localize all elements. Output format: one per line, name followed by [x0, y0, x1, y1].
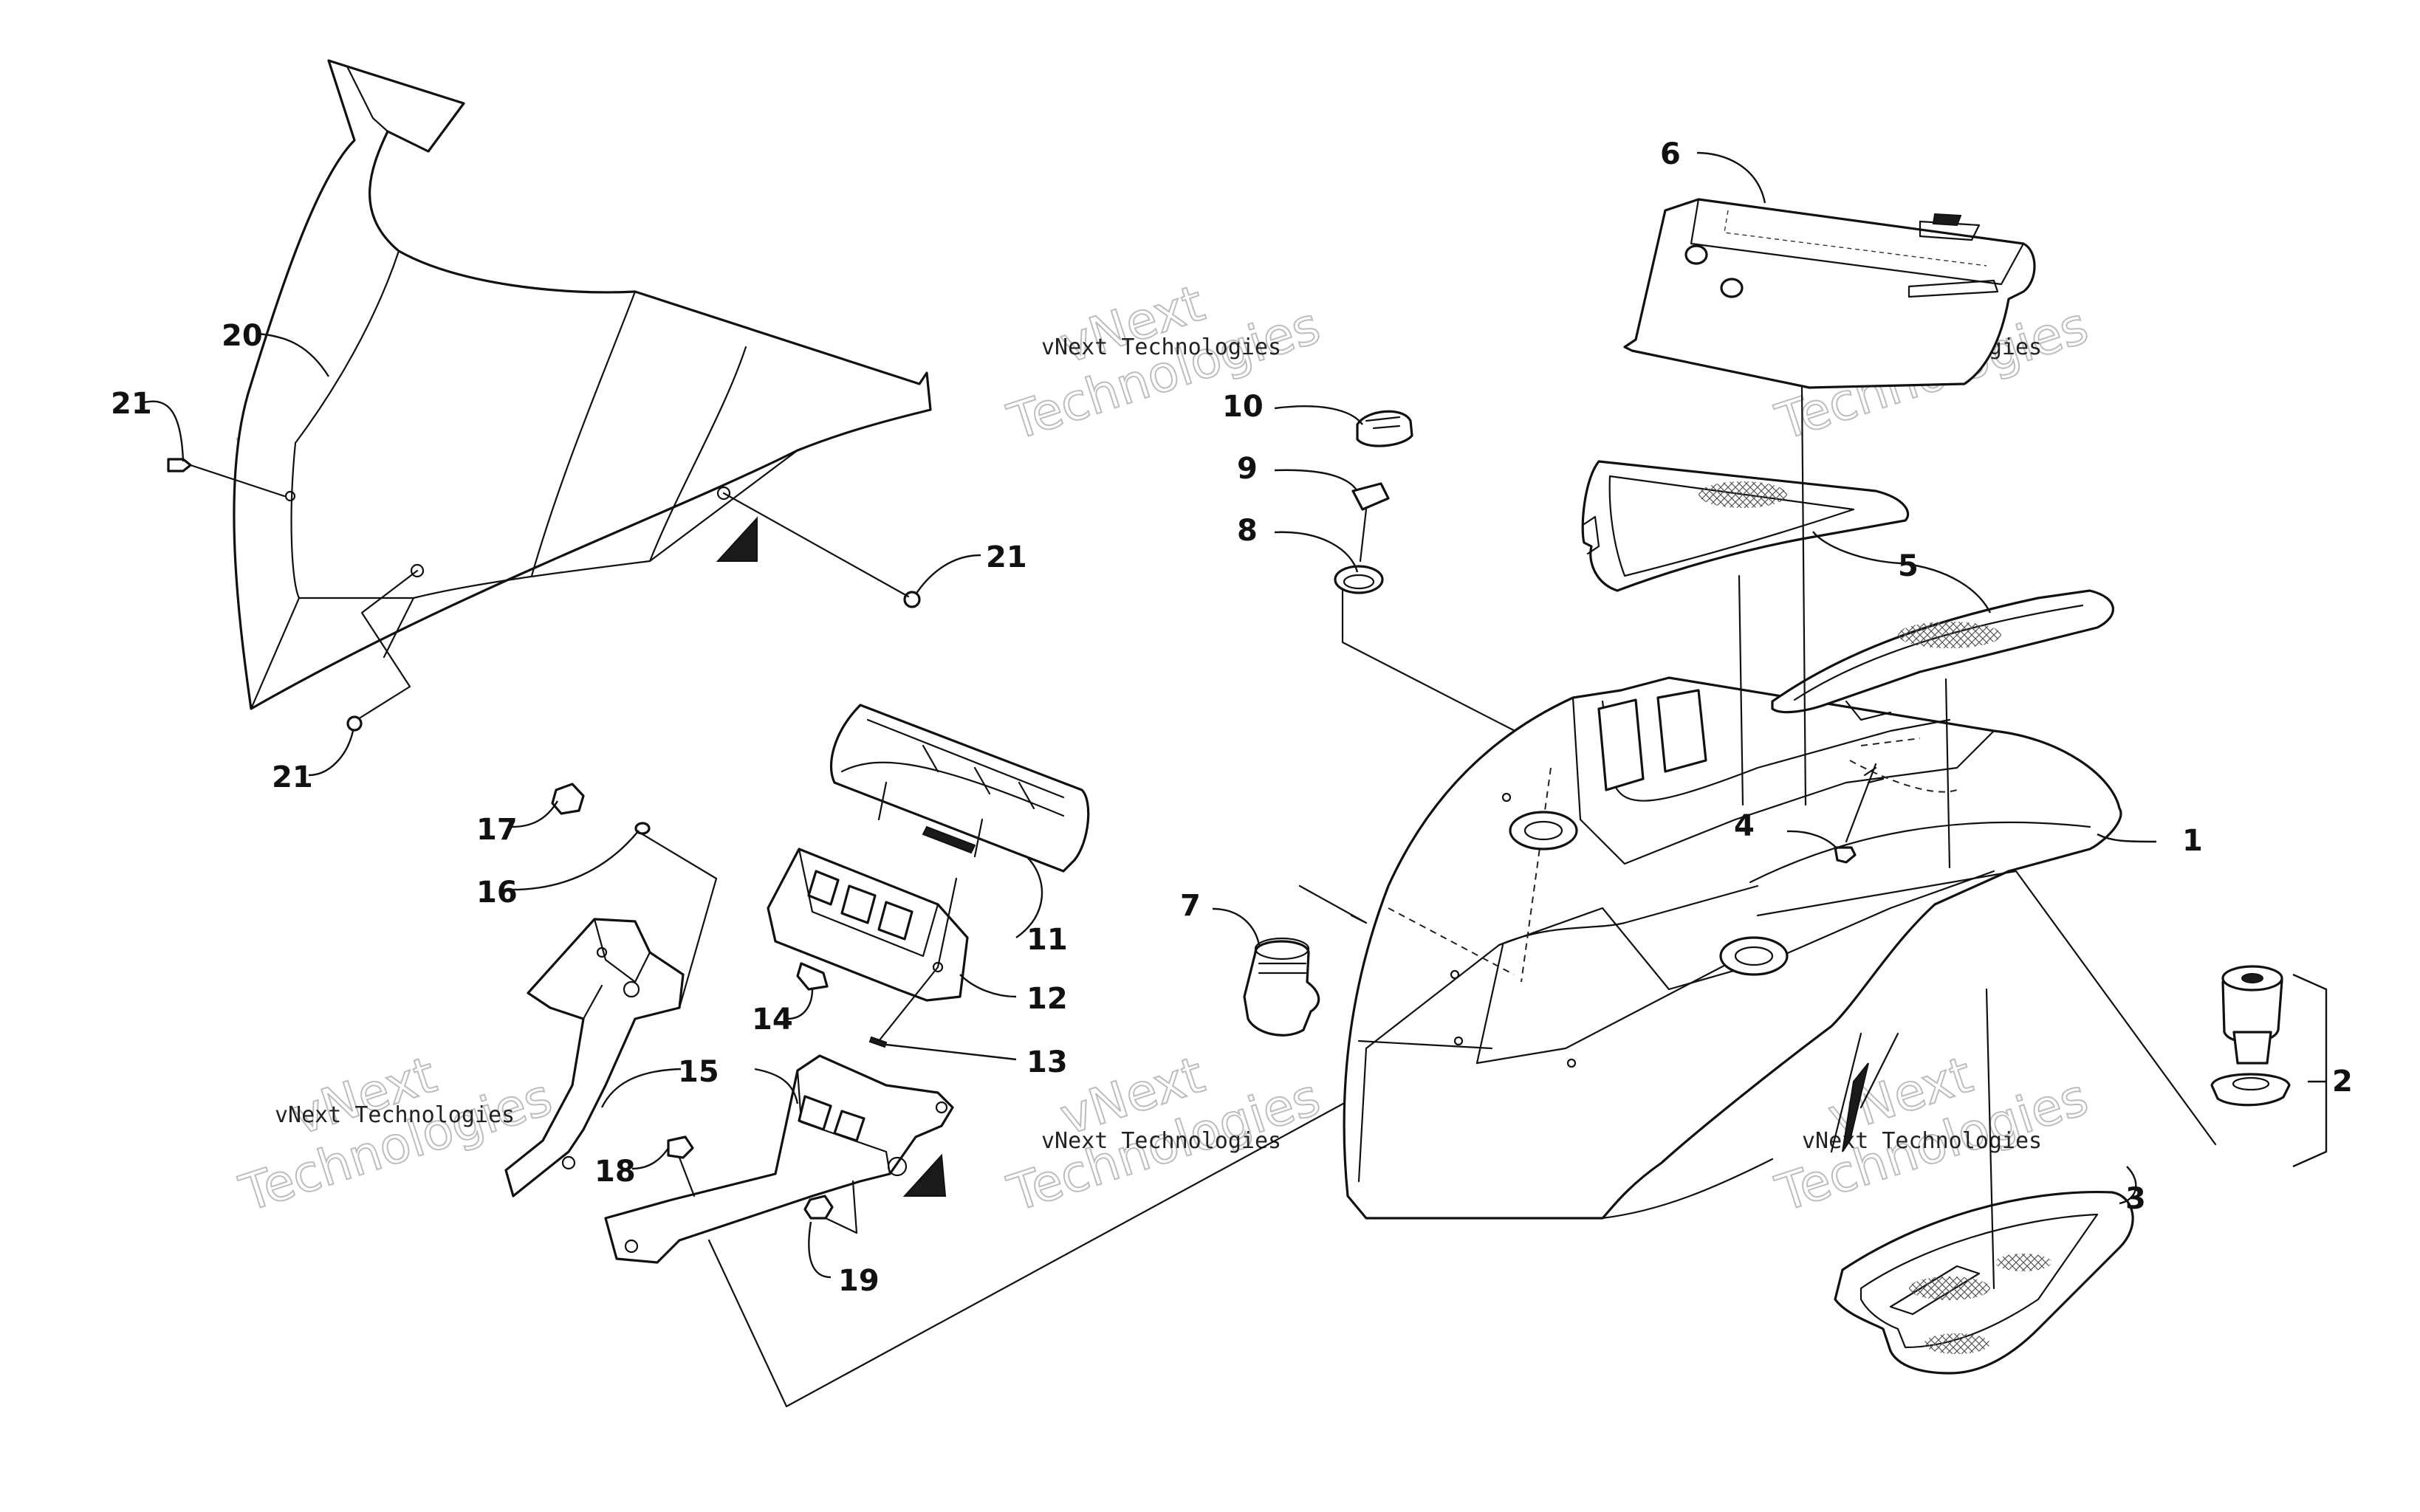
leader-8-to-hood [1341, 589, 1552, 751]
callout-leaders [143, 151, 2328, 1279]
callout-labels: 1 2 3 4 5 6 7 8 9 10 11 12 13 14 15 16 1… [111, 137, 2353, 1298]
watermark-text: vNext Technologies [275, 1102, 515, 1128]
windshield-part-20 [233, 59, 932, 710]
direction-arrow-icon [902, 1153, 947, 1197]
leader-vent-upper [1738, 574, 1744, 806]
switch-part-7 [1243, 884, 1368, 1037]
leader-bracket-to-hood [707, 1017, 1501, 1408]
watermark-bottom-left: vNext Technologies vNext Technologies [233, 1045, 560, 1225]
callout-17: 17 [476, 813, 518, 847]
ring-part-8 [1334, 565, 1384, 594]
callout-2: 2 [2332, 1065, 2353, 1099]
callout-8: 8 [1237, 514, 1258, 548]
cap-part-10 [1356, 410, 1413, 447]
nut-part-21-bottom [346, 569, 419, 732]
callout-9: 9 [1237, 452, 1258, 486]
bracket-part-15-left [504, 918, 685, 1197]
callout-20: 20 [222, 319, 263, 353]
callout-1: 1 [2182, 824, 2203, 858]
watermark-top-middle: vNext Technologies vNext Technologies [1001, 274, 1328, 453]
screw-part-18 [667, 1135, 696, 1197]
screw-part-21-right [722, 492, 921, 608]
leader-lighter-to-hood [1756, 870, 2217, 1146]
bracket-part-15-right [604, 1054, 954, 1264]
callout-16: 16 [476, 876, 518, 910]
callout-21-right: 21 [986, 540, 1027, 574]
callout-6: 6 [1660, 137, 1681, 171]
callout-19: 19 [838, 1264, 880, 1298]
watermark-text: vNext Technologies [1041, 334, 1281, 360]
callout-18: 18 [594, 1155, 636, 1189]
watermark-text: vNext Technologies [1041, 1128, 1281, 1154]
hood-part-1 [1343, 676, 2122, 1220]
vent-mesh [1995, 1254, 2051, 1271]
gauge-bracket-part-12 [767, 848, 969, 1002]
vent-mesh [1909, 1276, 1990, 1300]
nut-part-19 [803, 1180, 858, 1234]
callout-4: 4 [1734, 809, 1755, 843]
screw-part-21-left [167, 458, 286, 498]
callout-12: 12 [1026, 982, 1068, 1016]
callout-15: 15 [678, 1055, 719, 1089]
nut-part-17 [551, 783, 585, 815]
callout-13: 13 [1026, 1045, 1068, 1079]
screw-part-4 [1834, 738, 1958, 864]
vent-panel-part-3 [1834, 988, 2134, 1375]
callout-7: 7 [1180, 889, 1201, 923]
callout-21-bottom: 21 [272, 760, 313, 794]
vent-mesh [1699, 481, 1787, 508]
watermark-text: vNext Technologies [1802, 1128, 2042, 1154]
callout-14: 14 [752, 1003, 793, 1037]
vent-mesh [1898, 622, 2001, 648]
callout-11: 11 [1026, 923, 1068, 957]
key-part-9 [1351, 482, 1390, 563]
vent-panel-part-5-lower [1771, 589, 2114, 721]
leader-vent-lower [1944, 678, 1951, 869]
gauge-part-11 [829, 704, 1090, 873]
pin-part-13 [868, 877, 958, 1048]
leader-16-17-bracket [641, 833, 718, 1009]
vent-mesh [1924, 1333, 1990, 1354]
callout-10: 10 [1222, 390, 1264, 424]
storage-box-part-6 [1623, 198, 2036, 806]
screw-part-14 [796, 962, 829, 991]
callout-21-left: 21 [111, 387, 152, 421]
callout-3: 3 [2125, 1182, 2146, 1216]
vent-panel-part-5-upper [1581, 460, 1910, 592]
callout-5: 5 [1898, 549, 1919, 583]
direction-arrow-icon [716, 516, 758, 562]
lighter-part-2 [2210, 965, 2291, 1107]
